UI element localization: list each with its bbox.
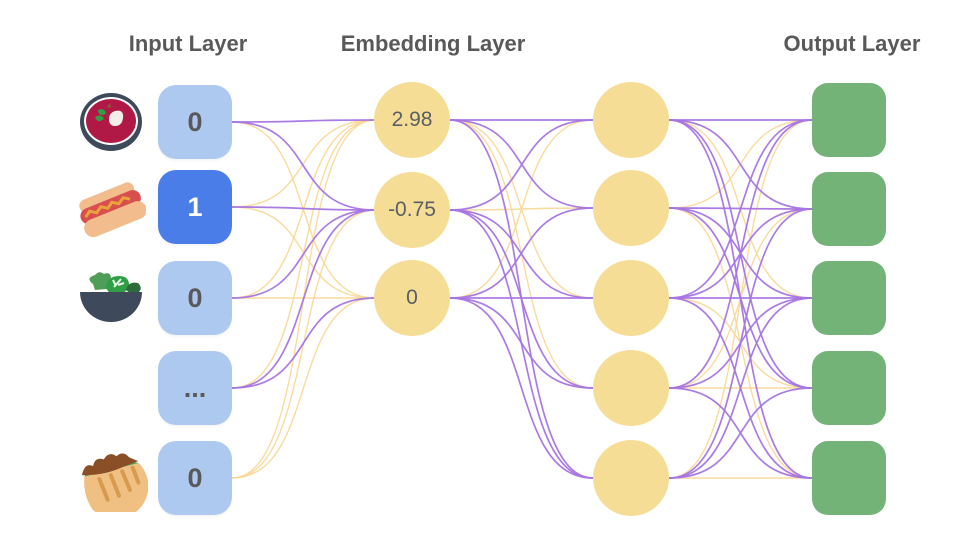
hidden-node-4 [593,350,669,426]
input-node-3: 0 [158,261,232,335]
hot-dog-icon [79,182,146,238]
hidden-node-1 [593,82,669,158]
output-node-5 [812,441,886,515]
embedding-node-1: 2.98 [374,82,450,158]
stuffed-flatbread-icon [81,453,148,512]
input-node-5: 0 [158,441,232,515]
output-layer-title: Output Layer [783,31,921,56]
embedding-layer-title: Embedding Layer [340,31,526,56]
input-node-1: 0 [158,85,232,159]
output-node-2 [812,172,886,246]
input-layer-title: Input Layer [128,31,248,56]
embedding-node-2: -0.75 [374,172,450,248]
output-node-1 [812,83,886,157]
borscht-bowl-icon [80,93,142,151]
hidden-node-5 [593,440,669,516]
output-node-3 [812,261,886,335]
salad-bowl-icon [80,272,142,322]
hidden-node-3 [593,260,669,336]
input-node-2: 1 [158,170,232,244]
input-node-4: ... [158,351,232,425]
embedding-node-3: 0 [374,260,450,336]
hidden-node-2 [593,170,669,246]
output-node-4 [812,351,886,425]
